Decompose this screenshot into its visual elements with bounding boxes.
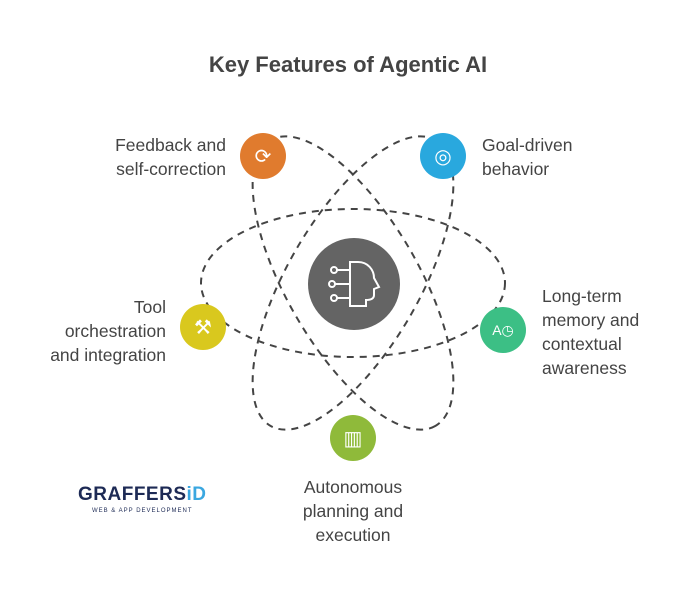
feature-label: contextual — [542, 334, 622, 354]
feature-autonomous: Autonomous planning and execution — [278, 475, 428, 547]
logo-tagline: WEB & APP DEVELOPMENT — [91, 508, 193, 514]
feature-label: orchestration — [64, 321, 166, 341]
refresh-gear-icon: ⟳ — [240, 133, 286, 179]
feature-goal: Goal-driven behavior — [482, 133, 572, 181]
graffersid-logo: GRAFFERSiD WEB & APP DEVELOPMENT — [78, 484, 207, 514]
target-icon: ◎ — [420, 133, 466, 179]
feature-label: Long-term — [542, 286, 622, 306]
feature-memory: Long-term memory and contextual awarenes… — [542, 284, 639, 380]
feature-label: memory and — [542, 310, 640, 330]
feature-label: and integration — [50, 345, 166, 365]
map-icon: ▥ — [330, 415, 376, 461]
feature-label: awareness — [542, 358, 627, 378]
feature-label: self-correction — [116, 159, 226, 179]
feature-label: behavior — [482, 159, 550, 179]
feature-feedback: Feedback and self-correction — [98, 133, 226, 181]
logo-brand: GRAFFERS — [78, 484, 187, 505]
logo-accent: iD — [186, 484, 207, 505]
ai-head-circuit-icon — [328, 261, 381, 307]
feature-tool: Tool orchestration and integration — [20, 295, 166, 367]
feature-label: planning and — [302, 501, 404, 521]
feature-label: execution — [315, 525, 391, 545]
orbit-horizontal — [200, 208, 506, 358]
feature-label: Goal-driven — [482, 135, 573, 155]
center-ai-node — [308, 238, 400, 330]
memory-clock-icon: A◷ — [480, 307, 526, 353]
tools-icon: ⚒ — [180, 304, 226, 350]
diagram-title: Key Features of Agentic AI — [208, 52, 488, 77]
feature-label: Autonomous — [303, 477, 403, 497]
feature-label: Feedback and — [115, 135, 226, 155]
feature-label: Tool — [133, 297, 166, 317]
